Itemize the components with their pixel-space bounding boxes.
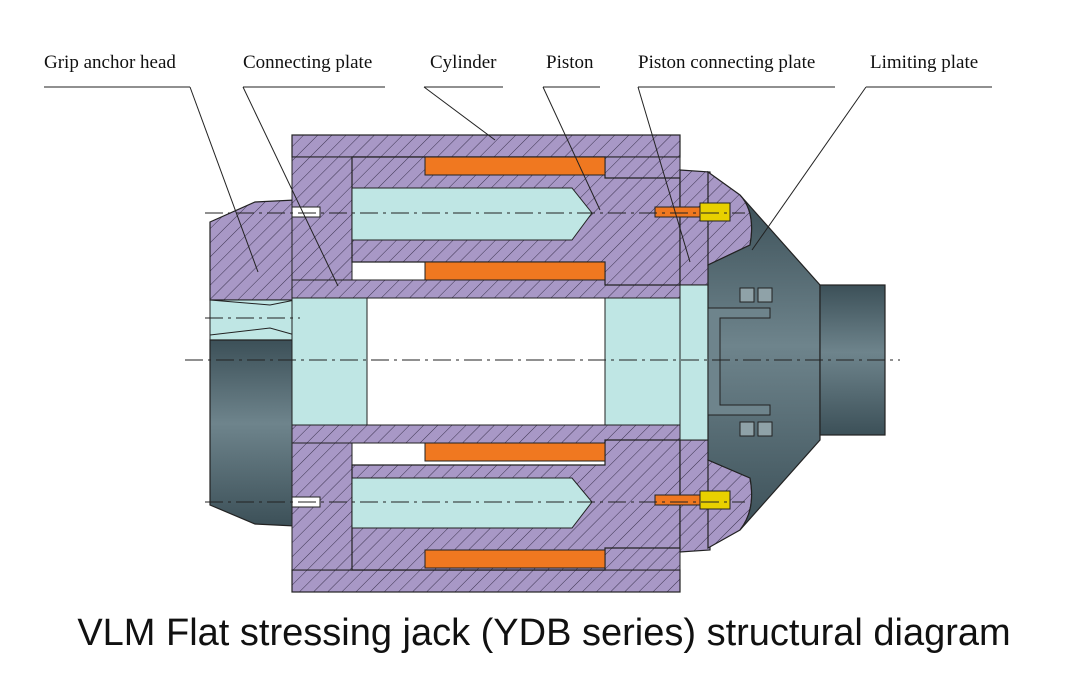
piston-seals	[424, 156, 606, 569]
grip-anchor-head	[209, 199, 296, 527]
label-piston-connecting-plate: Piston connecting plate	[638, 52, 816, 73]
oil-chambers	[291, 187, 681, 529]
label-connecting-plate: Connecting plate	[243, 52, 373, 73]
label-limiting-plate: Limiting plate	[870, 52, 979, 73]
piston-connecting-plate	[679, 169, 711, 553]
diagram-caption: VLM Flat stressing jack (YDB series) str…	[77, 612, 1011, 654]
centerlines	[185, 212, 900, 503]
limiting-plate	[707, 170, 886, 550]
label-cylinder: Cylinder	[430, 52, 497, 73]
leader-lines	[44, 86, 992, 287]
label-grip-anchor-head: Grip anchor head	[44, 52, 176, 73]
label-piston: Piston	[546, 52, 594, 73]
